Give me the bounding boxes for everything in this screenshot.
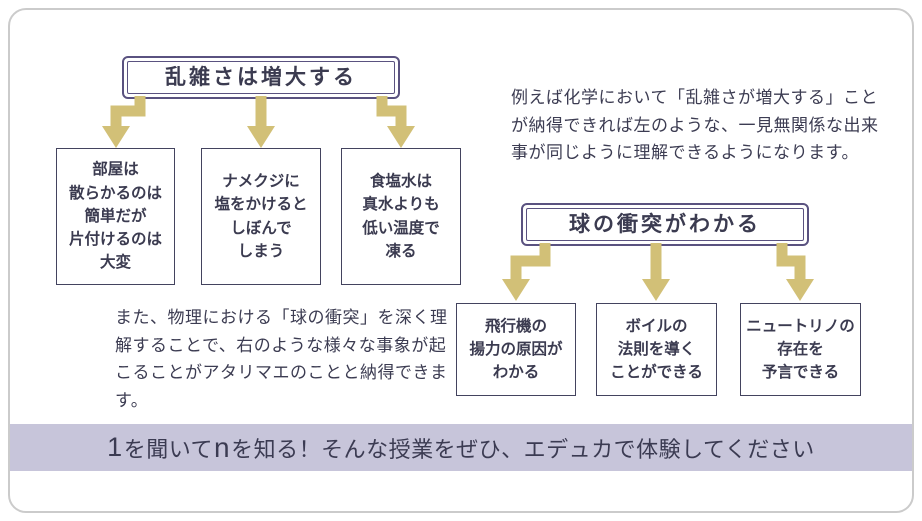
arrow-down-icon [247,96,275,148]
physics-note-text: また、物理における「球の衝突」を深く理解することで、右のような様々な事象が起こる… [115,308,448,410]
collision-header-label: 球の衝突がわかる [526,208,804,242]
flow-box-boyles-law: ボイルの 法則を導く ことができる [596,303,717,396]
right-flow-arrows [502,243,814,301]
chemistry-note-text: 例えば化学において「乱雑さが増大する」ことが納得できれば左のような、一見無関係な… [511,88,879,163]
banner-text-left: を聞いて [123,436,214,462]
entropy-header-label: 乱雑さは増大する [127,61,395,95]
entropy-header-box: 乱雑さは増大する [122,56,400,100]
flow-box-neutrino: ニュートリノの 存在を 予言できる [740,303,861,396]
arrow-down-right-icon [776,243,814,301]
arrow-down-left-icon [502,243,551,301]
flow-box-airplane-lift: 飛行機の 揚力の原因が わかる [456,303,576,396]
bottom-banner: 1 を聞いて n を知る！そんな授業をぜひ、エデュカで体験してください [10,424,912,471]
arrow-down-right-icon [376,96,415,148]
arrow-down-left-icon [102,96,146,148]
arrow-down-icon [642,243,670,301]
banner-number-one: 1 [107,432,123,462]
left-flow-arrows [102,96,415,148]
flow-box-saltwater: 食塩水は 真水よりも 低い温度で 凍る [341,148,461,285]
collision-header-box: 球の衝突がわかる [521,203,809,247]
flow-box-slug: ナメクジに 塩をかけると しぼんで しまう [201,148,321,285]
flow-box-room: 部屋は 散らかるのは 簡単だが 片付けるのは 大変 [56,148,175,285]
banner-variable-n: n [214,431,231,463]
rounded-frame [8,8,914,513]
banner-text-right: を知る！そんな授業をぜひ、エデュカで体験してください [231,436,815,462]
